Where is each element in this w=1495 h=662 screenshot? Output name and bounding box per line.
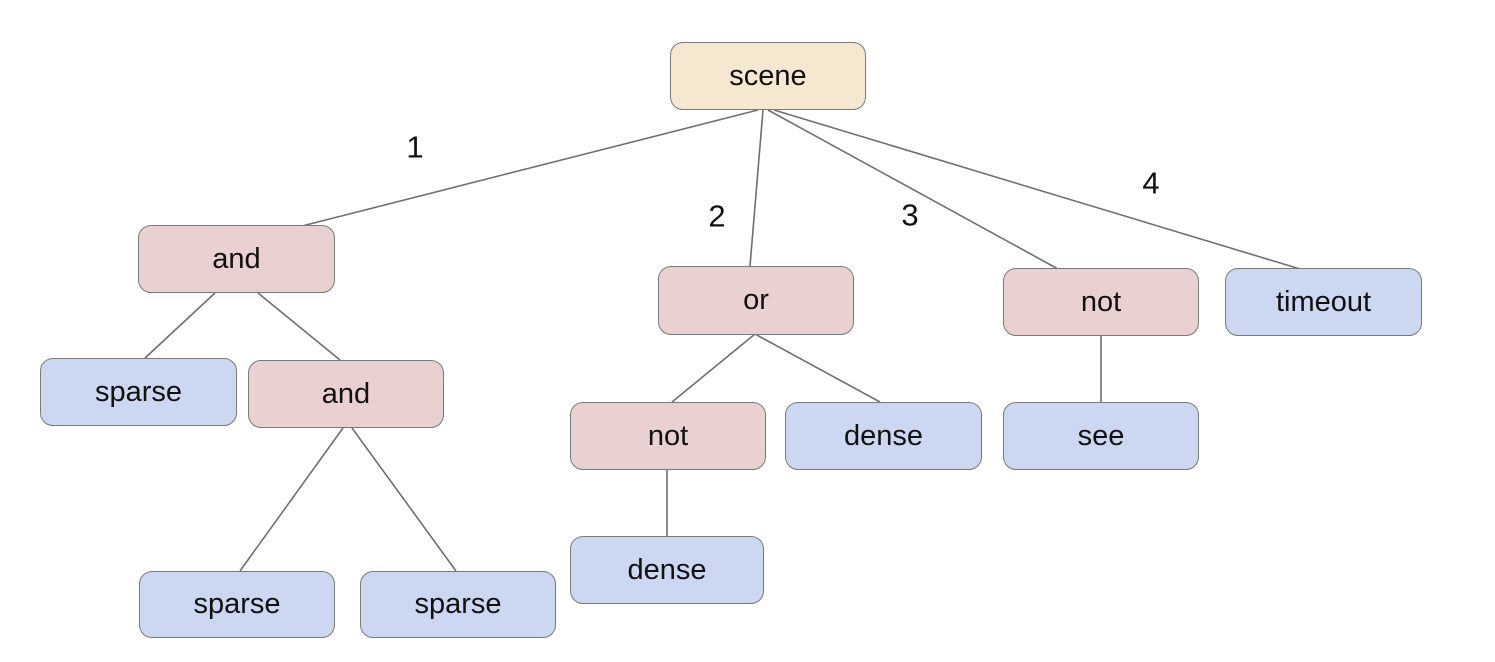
node-not-1: not — [1003, 268, 1199, 336]
edge-scene-not-1 — [767, 109, 1059, 270]
edge-or-1-not-2 — [671, 333, 756, 403]
edge-and-1-and-2 — [257, 292, 341, 361]
node-sparse-3: sparse — [360, 571, 556, 638]
edge-label-3: 3 — [901, 197, 919, 233]
edge-and-2-sparse-3 — [351, 427, 457, 572]
edge-scene-or-1 — [749, 109, 764, 267]
edge-and-1-sparse-1 — [144, 292, 216, 359]
node-dense-1: dense — [785, 402, 982, 470]
edge-label-4: 4 — [1142, 165, 1160, 201]
edge-scene-timeout-1 — [773, 109, 1301, 270]
node-dense-2: dense — [570, 536, 764, 604]
node-not-2: not — [570, 402, 766, 470]
node-sparse-1: sparse — [40, 358, 237, 426]
node-see-1: see — [1003, 402, 1199, 470]
node-and-2: and — [248, 360, 444, 428]
node-and-1: and — [138, 225, 335, 293]
edge-or-1-dense-1 — [754, 333, 881, 403]
node-timeout-1: timeout — [1225, 268, 1422, 336]
node-or-1: or — [658, 266, 854, 335]
node-scene: scene — [670, 42, 866, 110]
edge-and-2-sparse-2 — [239, 427, 344, 572]
node-sparse-2: sparse — [139, 571, 335, 638]
edge-scene-and-1 — [301, 109, 759, 227]
edge-label-1: 1 — [406, 129, 424, 165]
edge-label-2: 2 — [708, 198, 726, 234]
